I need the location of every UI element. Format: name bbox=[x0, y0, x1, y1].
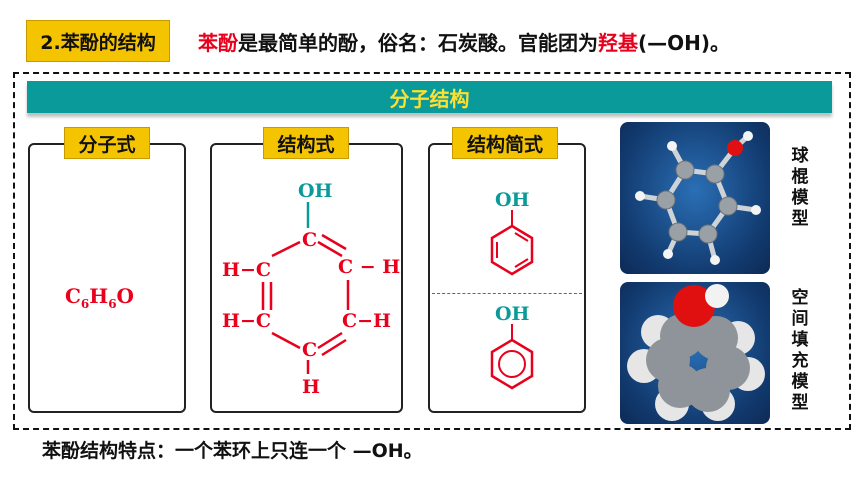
headline-text: 是最简单的酚，俗名：石炭酸。官能团为 bbox=[238, 30, 598, 55]
molecular-formula-label: 分子式 bbox=[64, 127, 150, 159]
space-filling-label: 空间填充模型 bbox=[791, 288, 809, 413]
ch-upper-right: C − H bbox=[338, 256, 400, 278]
banner: 分子结构 bbox=[27, 81, 832, 113]
headline-oh: (—OH)。 bbox=[638, 30, 731, 55]
molecular-formula-panel bbox=[28, 143, 186, 413]
condensed-formula-panel bbox=[428, 143, 586, 413]
ch-lower-right: C−H bbox=[342, 310, 391, 332]
condensed-formula-aromatic: OH bbox=[490, 303, 534, 390]
structural-formula-label: 结构式 bbox=[263, 127, 349, 159]
section-title: 2.苯酚的结构 bbox=[26, 20, 170, 62]
svg-text:OH: OH bbox=[495, 303, 530, 325]
c-bottom: C bbox=[302, 339, 317, 361]
condensed-formula-kekule: OH bbox=[490, 189, 534, 276]
svg-text:OH: OH bbox=[495, 189, 530, 211]
h-bottom: H bbox=[302, 376, 320, 398]
ball-stick-model-image bbox=[620, 122, 770, 274]
footer-note: 苯酚结构特点：一个苯环上只连一个 —OH。 bbox=[42, 440, 423, 462]
c-top: C bbox=[302, 229, 317, 251]
headline-phenol: 苯酚 bbox=[198, 30, 238, 55]
headline: 苯酚 是最简单的酚，俗名：石炭酸。官能团为 羟基 (—OH)。 bbox=[198, 22, 730, 60]
hc-upper-left: H−C bbox=[222, 259, 271, 281]
condensed-formula-label: 结构简式 bbox=[452, 127, 558, 159]
headline-hydroxyl: 羟基 bbox=[598, 30, 638, 55]
ball-stick-label: 球棍模型 bbox=[791, 146, 809, 229]
hc-lower-left: H−C bbox=[222, 310, 271, 332]
space-filling-model-image bbox=[620, 282, 770, 424]
oh-label: OH bbox=[298, 180, 333, 202]
condensed-divider bbox=[432, 293, 582, 294]
structural-formula-diagram: OH C H−C C − H H−C C−H C H bbox=[222, 180, 400, 398]
content-frame bbox=[13, 72, 851, 430]
structural-formula-panel bbox=[210, 143, 403, 413]
molecular-formula: C6H6O bbox=[65, 284, 134, 311]
